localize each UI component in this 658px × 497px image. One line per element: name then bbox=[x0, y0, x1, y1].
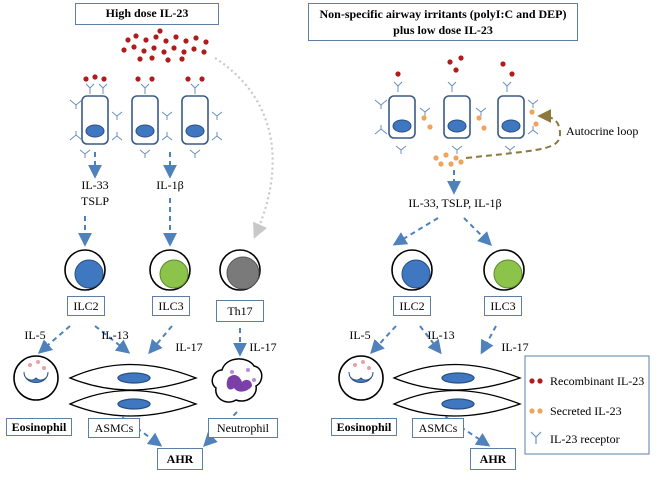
ilc3-box-left: ILC3 bbox=[152, 296, 190, 316]
eosinophil-label-left: Eosinophil bbox=[6, 418, 72, 436]
ilc3-box-right: ILC3 bbox=[484, 296, 522, 316]
label-tslp: TSLP bbox=[80, 194, 109, 208]
legend-box bbox=[524, 355, 650, 455]
ilc3-cell-left bbox=[149, 249, 191, 291]
epithelial-cell bbox=[443, 95, 471, 139]
legend-recombinant-icon bbox=[529, 378, 543, 384]
legend-receptor-label: IL-23 receptor bbox=[550, 432, 620, 446]
legend-secreted-label: Secreted IL-23 bbox=[550, 404, 622, 418]
label-il5-right: IL-5 bbox=[349, 328, 371, 342]
ilc2-cell-left bbox=[64, 249, 106, 291]
th17-cell bbox=[219, 249, 261, 291]
neutrophil bbox=[211, 358, 263, 403]
epithelial-cell bbox=[497, 95, 525, 139]
left-title-box: High dose IL-23 bbox=[75, 3, 219, 25]
epithelial-cell bbox=[131, 95, 159, 145]
eosinophil-label-right: Eosinophil bbox=[331, 418, 397, 436]
ahr-box-left: AHR bbox=[157, 448, 203, 470]
dotted-arrow-il23-to-th17 bbox=[214, 57, 274, 239]
secreted-il23-cluster bbox=[433, 152, 464, 167]
label-il17-right: IL-17 bbox=[501, 340, 529, 354]
right-title-line1: Non-specific airway irritants (polyI:C a… bbox=[319, 7, 567, 21]
neutrophil-box: Neutrophil bbox=[208, 418, 278, 438]
epithelial-cell bbox=[81, 95, 109, 145]
legend-secreted-icon bbox=[529, 408, 543, 414]
th17-box: Th17 bbox=[216, 300, 264, 322]
eosinophil-right bbox=[338, 355, 384, 401]
right-title-box: Non-specific airway irritants (polyI:C a… bbox=[308, 3, 578, 41]
asmcs-box-left: ASMCs bbox=[88, 418, 140, 438]
ilc2-box-right: ILC2 bbox=[393, 296, 431, 316]
label-il17-ilc3: IL-17 bbox=[175, 340, 203, 354]
ilc3-cell-right bbox=[483, 249, 525, 291]
recombinant-il23-cloud bbox=[121, 28, 209, 63]
asmcs-right bbox=[392, 363, 522, 417]
legend-receptor-icon bbox=[530, 431, 542, 444]
label-il1b: IL-1β bbox=[156, 178, 184, 192]
autocrine-loop-label: Autocrine loop bbox=[566, 124, 639, 138]
eosinophil-left bbox=[13, 355, 59, 401]
label-il5-left: IL-5 bbox=[24, 328, 46, 342]
epithelial-cell bbox=[181, 95, 209, 145]
epithelial-cells-right bbox=[374, 55, 539, 167]
label-il17-th17: IL-17 bbox=[249, 340, 277, 354]
label-il13-right: IL-13 bbox=[427, 328, 455, 342]
autocrine-loop-arrow bbox=[465, 109, 562, 159]
ahr-box-right: AHR bbox=[470, 448, 516, 470]
asmcs-box-right: ASMCs bbox=[412, 418, 464, 438]
right-cytokines: IL-33, TSLP, IL-1β bbox=[408, 196, 502, 210]
left-title: High dose IL-23 bbox=[105, 6, 189, 20]
legend-recombinant-label: Recombinant IL-23 bbox=[550, 374, 645, 388]
epithelial-cells-left bbox=[69, 74, 223, 158]
label-il13-left: IL-13 bbox=[101, 328, 129, 342]
label-il33: IL-33 bbox=[81, 178, 109, 192]
ilc2-box-left: ILC2 bbox=[67, 296, 105, 316]
ilc2-cell-right bbox=[391, 249, 433, 291]
right-title-line2: plus low dose IL-23 bbox=[393, 23, 493, 37]
epithelial-cell bbox=[388, 95, 416, 139]
asmcs-left bbox=[68, 363, 198, 417]
